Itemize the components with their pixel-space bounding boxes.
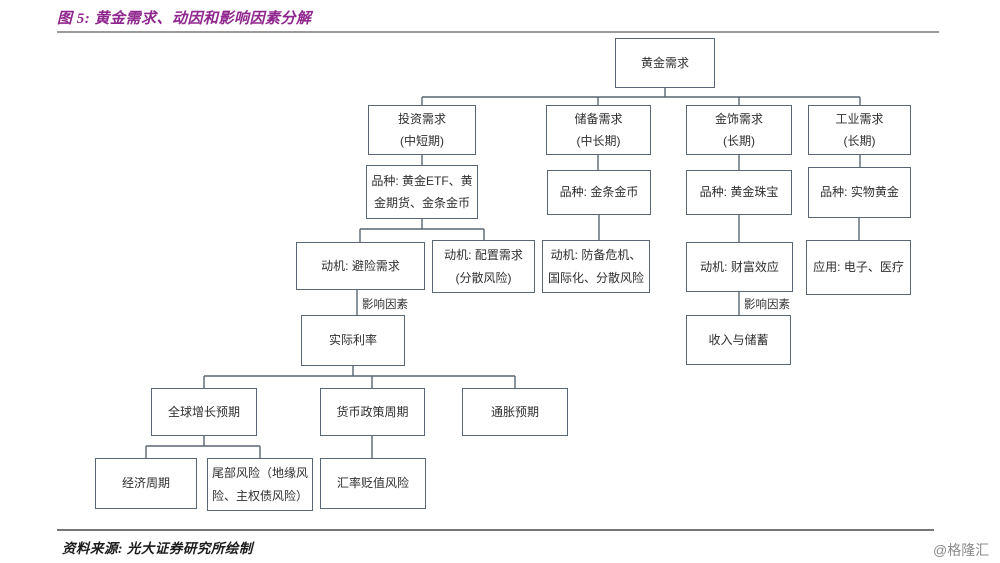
node-reserve-demand: 储备需求 (中长期): [546, 105, 651, 155]
node-inflation-expectation: 通胀预期: [462, 388, 568, 436]
node-industrial-demand: 工业需求 (长期): [808, 105, 911, 155]
node-application-industrial: 应用: 电子、医疗: [806, 240, 911, 295]
node-monetary-policy-cycle: 货币政策周期: [320, 388, 425, 436]
footer-divider-line: [57, 529, 934, 531]
node-variety-jewelry: 品种: 黄金珠宝: [686, 170, 792, 215]
node-motive-wealth: 动机: 财富效应: [686, 242, 793, 292]
node-motive-hedge: 动机: 避险需求: [296, 242, 425, 290]
node-global-growth-expectation: 全球增长预期: [151, 388, 257, 436]
node-tail-risk: 尾部风险（地缘风 险、主权债风险）: [207, 458, 313, 511]
node-gold-demand: 黄金需求: [615, 38, 715, 88]
node-motive-allocation: 动机: 配置需求 (分散风险): [432, 240, 535, 293]
node-variety-reserve: 品种: 金条金币: [547, 170, 651, 215]
node-fx-depreciation-risk: 汇率贬值风险: [320, 458, 426, 509]
node-investment-demand: 投资需求 (中短期): [368, 105, 476, 155]
node-variety-investment: 品种: 黄金ETF、黄 金期货、金条金币: [366, 165, 478, 219]
node-real-interest-rate: 实际利率: [301, 315, 405, 366]
node-jewelry-demand: 金饰需求 (长期): [686, 105, 792, 155]
node-income-savings: 收入与储蓄: [686, 315, 791, 365]
edge-label-influence-left: 影响因素: [362, 299, 408, 311]
edge-label-influence-right: 影响因素: [744, 299, 790, 311]
node-economic-cycle: 经济周期: [95, 458, 197, 509]
node-motive-crisis: 动机: 防备危机、 国际化、分散风险: [542, 240, 650, 293]
source-note: 资料来源: 光大证券研究所绘制: [62, 541, 253, 556]
node-variety-industrial: 品种: 实物黄金: [808, 167, 911, 218]
title-divider-line: [57, 31, 939, 33]
watermark-gelonghui: @格隆汇: [933, 542, 990, 558]
figure-title: 图 5: 黄金需求、动因和影响因素分解: [57, 11, 312, 27]
